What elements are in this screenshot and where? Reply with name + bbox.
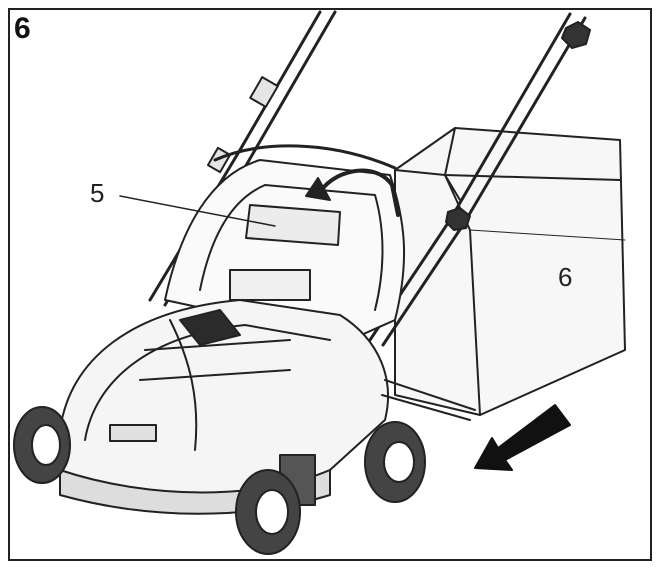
front-left-wheel: [13, 406, 71, 484]
direction-arrow-icon: [474, 404, 571, 471]
figure-number: 6: [14, 12, 31, 45]
mower-chassis: [59, 299, 389, 515]
callout-leader-5: [119, 195, 276, 227]
callout-label-5: 5: [90, 178, 105, 208]
front-right-wheel: [235, 469, 301, 555]
rear-right-wheel: [364, 421, 426, 503]
callout-label-6: 6: [558, 262, 573, 292]
motor-cover: [164, 159, 406, 341]
right-handle: [368, 12, 591, 347]
rotate-arrow-icon: [305, 168, 400, 217]
grass-bag: [394, 127, 626, 416]
